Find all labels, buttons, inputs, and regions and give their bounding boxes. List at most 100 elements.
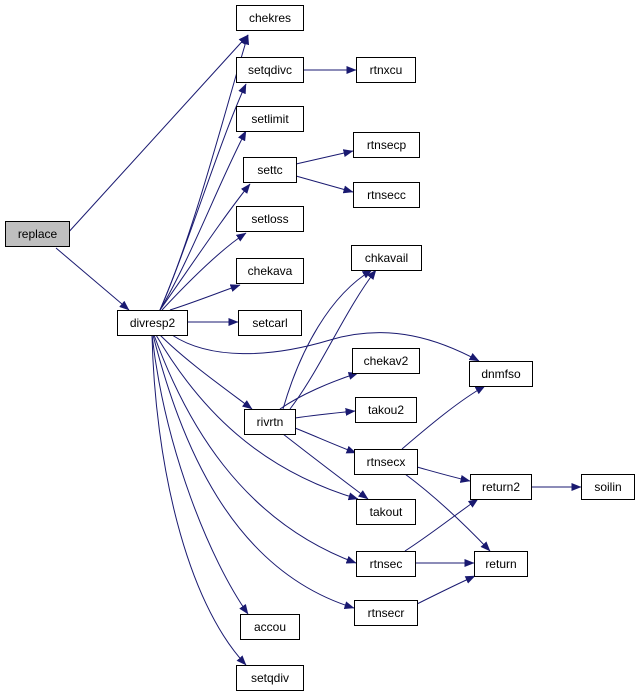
- node-setqdivc[interactable]: setqdivc: [236, 57, 304, 83]
- node-label-setloss: setloss: [251, 212, 288, 226]
- node-label-replace: replace: [18, 227, 58, 241]
- node-label-setqdiv: setqdiv: [251, 671, 289, 685]
- node-box-return2: [470, 474, 532, 500]
- node-rtnsecc[interactable]: rtnsecc: [353, 182, 420, 208]
- node-box-accou: [240, 614, 300, 640]
- edge-rtnsecx-to-dnmfso: [401, 385, 486, 450]
- node-label-rtnsecc: rtnsecc: [367, 188, 406, 202]
- node-accou[interactable]: accou: [240, 614, 300, 640]
- node-chekava[interactable]: chekava: [236, 258, 304, 284]
- edge-rivrtn-to-takou2: [294, 407, 356, 419]
- node-label-rivrtn: rivrtn: [257, 415, 284, 429]
- node-takout[interactable]: takout: [356, 499, 416, 525]
- node-label-accou: accou: [254, 620, 286, 634]
- node-box-setlimit: [236, 106, 304, 132]
- node-box-setloss: [236, 206, 304, 232]
- edge-rtnsecx-to-return2: [416, 466, 471, 483]
- node-label-setlimit: setlimit: [251, 112, 289, 126]
- edge-rtnsecr-to-return: [416, 575, 476, 605]
- node-replace[interactable]: replace: [5, 221, 70, 247]
- edge-replace-to-divresp2: [55, 247, 130, 311]
- node-label-chekav2: chekav2: [364, 354, 409, 368]
- edge-divresp2-to-setlimit: [159, 130, 247, 311]
- node-chkavail[interactable]: chkavail: [351, 245, 422, 271]
- node-box-soilin: [581, 474, 635, 500]
- edge-divresp2-to-chekres: [159, 34, 250, 311]
- node-dnmfso[interactable]: dnmfso: [469, 361, 533, 387]
- node-label-return: return: [485, 557, 516, 571]
- node-box-chekava: [236, 258, 304, 284]
- node-chekres[interactable]: chekres: [236, 5, 304, 31]
- node-box-dnmfso: [469, 361, 533, 387]
- node-box-setcarl: [238, 310, 302, 336]
- node-box-settc: [243, 157, 297, 183]
- edge-rivrtn-to-takout: [282, 433, 369, 500]
- node-box-replace: [5, 221, 70, 247]
- node-box-setqdivc: [236, 57, 304, 83]
- node-label-setqdivc: setqdivc: [248, 63, 292, 77]
- edge-settc-to-rtnsecp: [295, 149, 354, 165]
- node-box-rtnsecx: [354, 449, 418, 475]
- node-box-chkavail: [351, 245, 422, 271]
- node-settc[interactable]: settc: [243, 157, 297, 183]
- edge-divresp2-to-rtnsec: [153, 334, 357, 564]
- edge-divresp2-to-rivrtn: [159, 334, 253, 410]
- edge-rtnsec-to-return2: [404, 498, 479, 552]
- node-chekav2[interactable]: chekav2: [352, 348, 420, 374]
- node-box-rivrtn: [244, 409, 296, 435]
- edges-layer: [55, 34, 582, 666]
- node-rivrtn[interactable]: rivrtn: [244, 409, 296, 435]
- node-label-chekava: chekava: [248, 264, 293, 278]
- nodes-layer: replace divresp2 chekres setqdivc rtnxcu setl…: [5, 5, 635, 691]
- node-label-takou2: takou2: [368, 403, 404, 417]
- node-takou2[interactable]: takou2: [355, 397, 417, 423]
- edge-divresp2-to-takout: [155, 334, 359, 501]
- edge-replace-to-chekres: [55, 34, 249, 247]
- edge-rtnsecx-to-return: [404, 473, 491, 552]
- edge-divresp2-to-settc: [159, 183, 251, 311]
- edge-divresp2-to-accou: [151, 334, 249, 615]
- node-label-rtnsecr: rtnsecr: [368, 606, 405, 620]
- node-box-rtnsec: [356, 551, 416, 577]
- edge-divresp2-to-rtnsecr: [152, 334, 355, 610]
- node-setloss[interactable]: setloss: [236, 206, 304, 232]
- node-label-chekres: chekres: [249, 11, 291, 25]
- node-label-settc: settc: [257, 163, 282, 177]
- edge-divresp2-to-chekava: [169, 284, 241, 311]
- edge-divresp2-to-setloss: [161, 232, 247, 311]
- node-setcarl[interactable]: setcarl: [238, 310, 302, 336]
- edge-divresp2-to-dnmfso: [171, 332, 480, 362]
- node-rtnsecr[interactable]: rtnsecr: [354, 600, 418, 626]
- edge-rivrtn-to-rtnsecx: [294, 427, 357, 454]
- node-label-divresp2: divresp2: [130, 316, 176, 330]
- node-label-chkavail: chkavail: [365, 251, 408, 265]
- node-box-takout: [356, 499, 416, 525]
- node-rtnsecx[interactable]: rtnsecx: [354, 449, 418, 475]
- edge-settc-to-rtnsecc: [295, 175, 354, 194]
- node-setlimit[interactable]: setlimit: [236, 106, 304, 132]
- node-box-rtnsecc: [353, 182, 420, 208]
- node-label-return2: return2: [482, 480, 520, 494]
- node-rtnsec[interactable]: rtnsec: [356, 551, 416, 577]
- node-box-rtnxcu: [356, 57, 416, 83]
- node-box-rtnsecp: [353, 132, 420, 158]
- node-box-takou2: [355, 397, 417, 423]
- node-label-rtnsecp: rtnsecp: [367, 138, 407, 152]
- node-divresp2[interactable]: divresp2: [117, 310, 188, 336]
- node-label-soilin: soilin: [594, 480, 621, 494]
- node-label-takout: takout: [370, 505, 403, 519]
- node-return2[interactable]: return2: [470, 474, 532, 500]
- edge-divresp2-to-setqdiv: [151, 334, 247, 666]
- edge-rivrtn-to-chekav2: [279, 372, 359, 410]
- node-setqdiv[interactable]: setqdiv: [236, 665, 304, 691]
- node-box-return: [474, 551, 528, 577]
- node-soilin[interactable]: soilin: [581, 474, 635, 500]
- node-box-divresp2: [117, 310, 188, 336]
- node-return[interactable]: return: [474, 551, 528, 577]
- node-rtnxcu[interactable]: rtnxcu: [356, 57, 416, 83]
- node-rtnsecp[interactable]: rtnsecp: [353, 132, 420, 158]
- edge-rivrtn-to-chkavail: [289, 269, 377, 410]
- node-box-rtnsecr: [354, 600, 418, 626]
- node-label-dnmfso: dnmfso: [481, 367, 521, 381]
